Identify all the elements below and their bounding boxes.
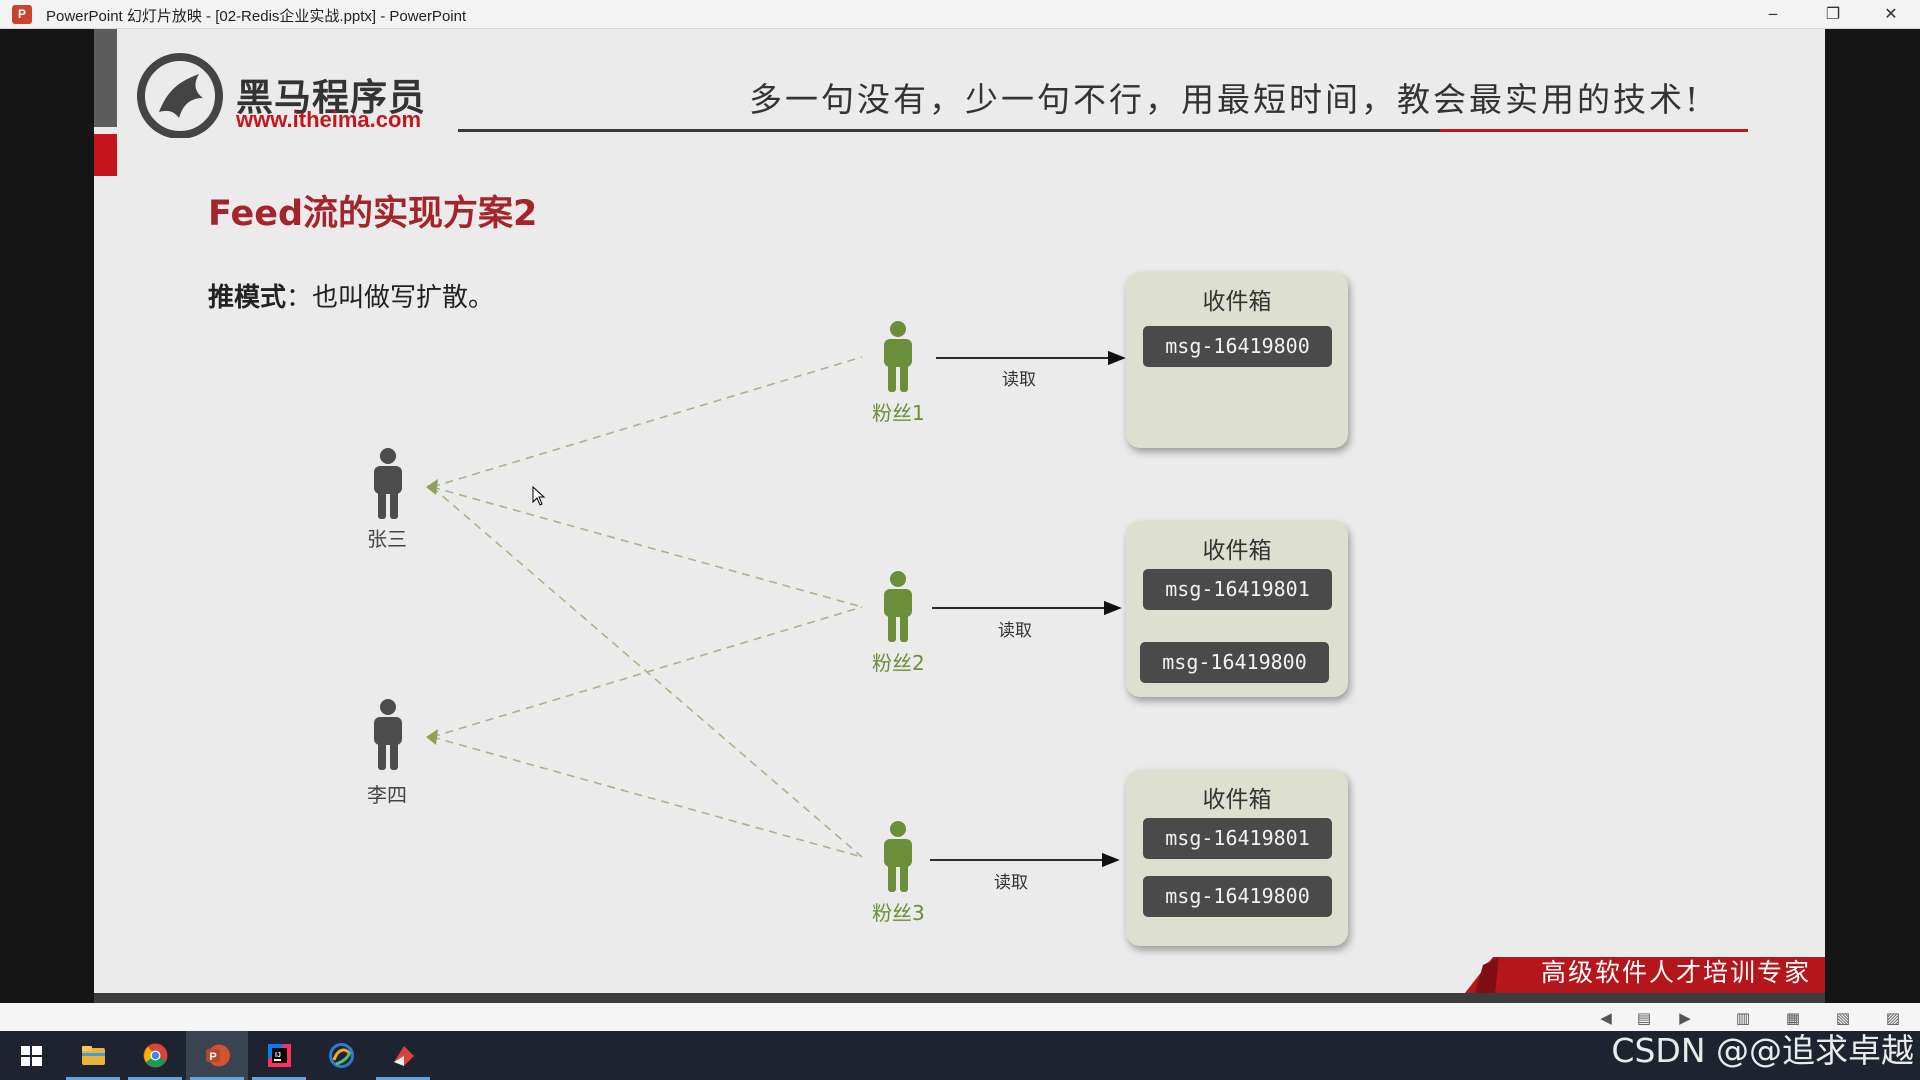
running-indicator [252, 1077, 306, 1080]
read-label-2: 读取 [998, 621, 1032, 641]
minimize-button[interactable]: ‒ [1767, 4, 1779, 23]
inbox-message: msg-16419800 [1143, 326, 1332, 367]
person-lisi-icon [374, 699, 402, 770]
powerpoint-app-icon: P [12, 5, 32, 24]
browser-icon [329, 1043, 354, 1068]
browser-button[interactable] [310, 1031, 372, 1080]
start-icon [21, 1046, 42, 1066]
running-indicator [190, 1077, 244, 1080]
inbox-message: msg-16419800 [1140, 642, 1329, 683]
powerpoint-button[interactable]: P [186, 1031, 248, 1080]
logo-text: 黑马程序员 [236, 76, 426, 119]
next-slide-button[interactable]: ▶ [1679, 1009, 1691, 1027]
edge-arrowhead-zhangsan [426, 479, 438, 495]
fan-label-2: 粉丝2 [872, 651, 925, 675]
header-rule-accent [1440, 129, 1748, 132]
footer-ribbon [1465, 957, 1825, 993]
edge-lisi-fan2 [431, 606, 863, 738]
mouse-cursor-icon [532, 486, 546, 506]
inbox-title: 收件箱 [1202, 538, 1272, 564]
inbox-message: msg-16419801 [1143, 818, 1332, 859]
slogan: 多一句没有，少一句不行，用最短时间，教会最实用的技术! [749, 80, 1702, 119]
footer-ribbon-text: 高级软件人才培训专家 [1540, 958, 1811, 987]
running-indicator [376, 1077, 430, 1080]
window-title-bar: P PowerPoint 幻灯片放映 - [02-Redis企业实战.pptx]… [0, 0, 1920, 29]
edge-zhangsan-fan1 [431, 356, 863, 488]
slide[interactable]: 黑马程序员 www.itheima.com 多一句没有，少一句不行，用最短时间，… [94, 29, 1825, 1003]
slideshow-control-bar: ◀ ▤ ▶ ▥ ▦ ▧ ▨ [0, 1003, 1920, 1033]
left-accent-bar-gray [94, 29, 117, 127]
fan-label-1: 粉丝1 [872, 401, 925, 425]
window-title: PowerPoint 幻灯片放映 - [02-Redis企业实战.pptx] -… [46, 8, 467, 25]
description-text: ：也叫做写扩散。 [286, 283, 495, 313]
svg-text:P: P [209, 1051, 216, 1063]
redis-tool-icon [394, 1046, 414, 1066]
reading-view-button[interactable]: ▧ [1835, 1009, 1851, 1027]
publisher-label-zhangsan: 张三 [367, 527, 407, 551]
person-zhangsan-icon [374, 448, 402, 519]
logo-url: www.itheima.com [236, 107, 422, 132]
inbox-title: 收件箱 [1202, 289, 1272, 315]
chrome-icon [143, 1043, 168, 1068]
previous-slide-button[interactable]: ◀ [1600, 1009, 1612, 1027]
publisher-label-lisi: 李四 [367, 783, 407, 807]
inbox-message: msg-16419800 [1143, 876, 1332, 917]
horse-logo-icon [137, 53, 223, 138]
slide-bottom-rule [94, 993, 1825, 1003]
fan-2-icon [884, 571, 912, 642]
slideshow-view-button[interactable]: ▨ [1885, 1009, 1901, 1027]
read-label-3: 读取 [994, 873, 1028, 893]
intellij-button[interactable]: IJ [248, 1031, 310, 1080]
inbox-message: msg-16419801 [1143, 569, 1332, 610]
slideshow-stage[interactable]: 黑马程序员 www.itheima.com 多一句没有，少一句不行，用最短时间，… [0, 29, 1920, 1033]
header-rule [458, 129, 1748, 132]
slide-title: Feed流的实现方案2 [208, 194, 538, 234]
fan-1-icon [884, 321, 912, 392]
redis-tool-button[interactable] [372, 1031, 434, 1080]
fan-3-icon [884, 821, 912, 892]
inbox-3: 收件箱 msg-16419801 msg-16419800 [1126, 770, 1348, 946]
inbox-2: 收件箱 msg-16419801 msg-16419800 [1126, 521, 1348, 697]
svg-text:IJ: IJ [275, 1052, 281, 1059]
close-button[interactable]: ✕ [1884, 4, 1898, 23]
slide-menu-button[interactable]: ▤ [1636, 1009, 1652, 1027]
normal-view-button[interactable]: ▥ [1735, 1009, 1751, 1027]
taskbar: P IJ CSDN @@追求卓越 [0, 1031, 1920, 1080]
inbox-1: 收件箱 msg-16419800 [1126, 272, 1348, 448]
running-indicator [66, 1077, 120, 1080]
inbox-title: 收件箱 [1202, 787, 1272, 813]
edge-arrowhead-lisi [426, 729, 438, 745]
description: 推模式：也叫做写扩散。 [208, 277, 494, 314]
edge-zhangsan-fan2 [431, 486, 863, 608]
read-label-1: 读取 [1002, 370, 1036, 390]
left-accent-bar-red [94, 134, 117, 176]
file-explorer-icon [82, 1046, 105, 1065]
file-explorer-button[interactable] [62, 1031, 124, 1080]
running-indicator [128, 1077, 182, 1080]
chrome-button[interactable] [124, 1031, 186, 1080]
intellij-icon: IJ [268, 1044, 291, 1067]
description-label: 推模式 [208, 283, 287, 313]
slide-sorter-button[interactable]: ▦ [1785, 1009, 1801, 1027]
push-mode-diagram [374, 321, 1126, 892]
start-button[interactable] [0, 1031, 62, 1080]
restore-button[interactable]: ❐ [1825, 4, 1841, 23]
fan-label-3: 粉丝3 [872, 901, 925, 925]
edge-lisi-fan3 [431, 736, 863, 858]
csdn-watermark: CSDN @@追求卓越 [1611, 1031, 1914, 1070]
powerpoint-icon: P [206, 1044, 230, 1067]
